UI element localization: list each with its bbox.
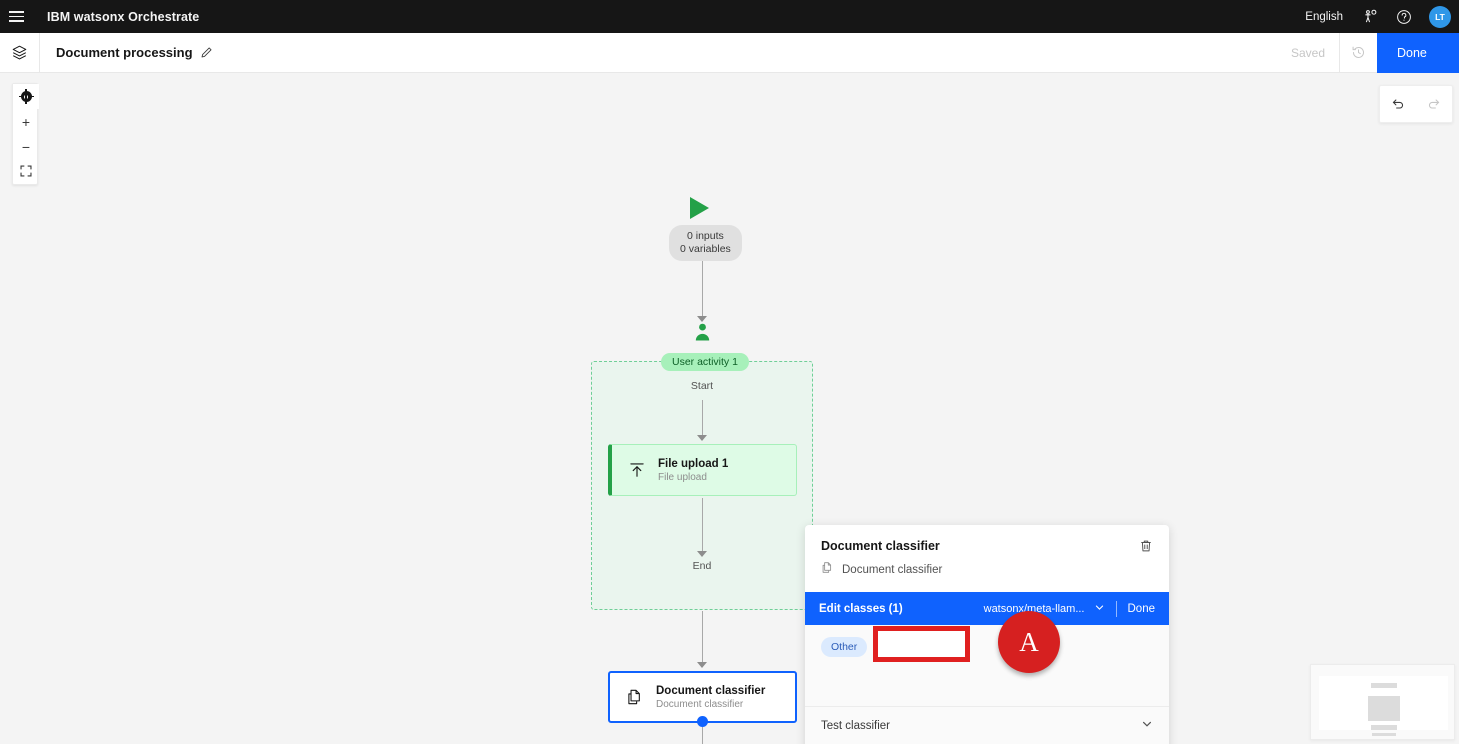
minimap-node bbox=[1370, 725, 1397, 730]
flow-subheader: Document processing Saved Done bbox=[0, 32, 1459, 73]
node-document-classifier-text: Document classifier Document classifier bbox=[656, 684, 765, 711]
edge-group-to-doc bbox=[702, 611, 703, 663]
panel-subtitle-row: Document classifier bbox=[821, 561, 1153, 579]
minimap-node bbox=[1370, 683, 1397, 688]
top-navigation-bar: IBM watsonx Orchestrate English L bbox=[0, 0, 1459, 33]
test-classifier-row[interactable]: Test classifier bbox=[805, 707, 1169, 744]
node-file-upload-text: File upload 1 File upload bbox=[658, 457, 728, 484]
edge-arrow bbox=[697, 435, 707, 441]
accessibility-icon[interactable] bbox=[1353, 0, 1387, 33]
language-selector[interactable]: English bbox=[1305, 10, 1343, 23]
document-classifier-panel: Document classifier bbox=[805, 525, 1169, 744]
edit-classes-done-button[interactable]: Done bbox=[1127, 602, 1156, 615]
done-button[interactable]: Done bbox=[1377, 32, 1459, 73]
subheader-actions: Saved Done bbox=[1277, 32, 1459, 73]
edge-start-to-user bbox=[702, 261, 703, 317]
brand-prefix: IBM bbox=[47, 9, 71, 24]
group-end-label: End bbox=[692, 560, 712, 572]
fit-to-screen-button[interactable] bbox=[13, 159, 39, 184]
annotation-badge-a: A bbox=[998, 611, 1060, 673]
model-name: watsonx/meta-llam... bbox=[983, 602, 1085, 615]
redo-icon[interactable] bbox=[1419, 89, 1449, 119]
undo-redo-panel bbox=[1379, 85, 1453, 123]
play-icon bbox=[690, 197, 709, 219]
user-activity-label[interactable]: User activity 1 bbox=[661, 353, 749, 371]
edit-classes-label: Edit classes (1) bbox=[819, 602, 903, 615]
chevron-down-icon bbox=[1094, 602, 1105, 616]
top-bar-actions: English LT bbox=[1295, 0, 1459, 33]
node-output-handle[interactable] bbox=[697, 716, 708, 727]
zoom-out-button[interactable]: − bbox=[13, 134, 39, 159]
pan-tool-button[interactable] bbox=[13, 84, 39, 109]
trash-icon[interactable] bbox=[1139, 539, 1153, 553]
file-upload-icon bbox=[628, 461, 646, 479]
flow-canvas[interactable]: + − bbox=[0, 73, 1459, 744]
canvas-zoom-toolbar: + − bbox=[12, 83, 39, 185]
annotation-highlight-box bbox=[873, 626, 970, 662]
test-classifier-label: Test classifier bbox=[821, 719, 891, 732]
model-selector[interactable]: watsonx/meta-llam... bbox=[984, 602, 1105, 616]
variables-count: 0 variables bbox=[680, 243, 731, 255]
help-icon[interactable] bbox=[1387, 0, 1421, 33]
page-title: Document processing bbox=[56, 45, 193, 60]
panel-title: Document classifier bbox=[821, 539, 940, 553]
node-title: Document classifier bbox=[656, 684, 766, 697]
undo-icon[interactable] bbox=[1383, 89, 1413, 119]
inputs-pill[interactable]: 0 inputs 0 variables bbox=[669, 225, 742, 261]
plus-icon: + bbox=[21, 113, 31, 130]
divider bbox=[1115, 600, 1117, 617]
user-icon bbox=[694, 323, 711, 346]
panel-node-icon bbox=[821, 561, 834, 579]
node-title: File upload 1 bbox=[658, 457, 729, 470]
saved-status: Saved bbox=[1290, 45, 1325, 60]
inputs-count: 0 inputs bbox=[687, 230, 724, 242]
node-document-classifier[interactable]: Document classifier Document classifier bbox=[608, 671, 797, 723]
minimap-node bbox=[1367, 696, 1400, 721]
avatar[interactable]: LT bbox=[1429, 5, 1451, 28]
panel-subtitle: Document classifier bbox=[842, 564, 943, 576]
chevron-down-icon bbox=[1141, 718, 1153, 733]
minus-icon: − bbox=[21, 138, 31, 155]
group-start-label: Start bbox=[690, 380, 714, 392]
edge-arrow bbox=[697, 662, 707, 668]
layers-icon[interactable] bbox=[0, 32, 40, 73]
history-icon[interactable] bbox=[1339, 32, 1377, 73]
edit-classes-bar: Edit classes (1) watsonx/meta-llam... Do… bbox=[805, 592, 1169, 625]
document-classifier-icon bbox=[626, 688, 644, 706]
brand-title: IBM watsonx Orchestrate bbox=[33, 10, 199, 24]
zoom-in-button[interactable]: + bbox=[13, 109, 39, 134]
fit-screen-icon bbox=[20, 164, 32, 179]
classes-list: Other Add class + bbox=[805, 625, 1169, 707]
node-subtitle: File upload bbox=[658, 471, 707, 483]
target-icon bbox=[18, 89, 34, 104]
edge-file-to-end bbox=[702, 498, 703, 553]
edge-arrow bbox=[697, 316, 707, 322]
pencil-icon[interactable] bbox=[200, 46, 213, 59]
minimap-viewport bbox=[1319, 676, 1448, 736]
node-subtitle: Document classifier bbox=[656, 698, 744, 710]
page-title-wrapper: Document processing bbox=[40, 45, 213, 60]
minimap-node bbox=[1371, 733, 1396, 736]
edge-start-to-file bbox=[702, 400, 703, 436]
minimap[interactable] bbox=[1310, 664, 1455, 740]
edge-doc-to-outputs bbox=[702, 727, 703, 744]
class-chip-other[interactable]: Other bbox=[821, 637, 868, 657]
panel-title-row: Document classifier bbox=[821, 539, 1153, 553]
node-file-upload[interactable]: File upload 1 File upload bbox=[608, 444, 797, 496]
panel-header: Document classifier bbox=[805, 525, 1169, 579]
hamburger-menu-icon[interactable] bbox=[0, 0, 33, 33]
edge-arrow bbox=[697, 551, 707, 557]
brand-name: watsonx Orchestrate bbox=[73, 9, 200, 24]
avatar-container: LT bbox=[1421, 0, 1459, 33]
